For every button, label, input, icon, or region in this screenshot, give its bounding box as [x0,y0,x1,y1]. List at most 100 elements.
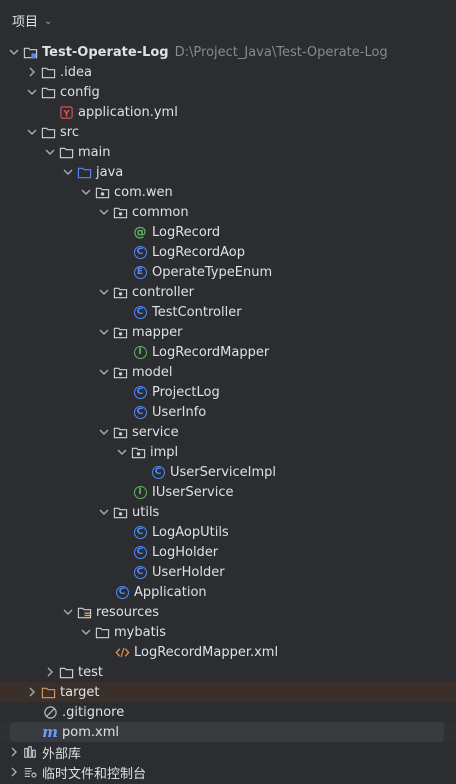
tree-item-log-record-mapper[interactable]: I LogRecordMapper [0,342,456,362]
chevron-down-icon[interactable] [78,182,94,202]
tree-item-label: IUserService [152,484,234,500]
package-icon [112,364,128,380]
tree-item-config[interactable]: config [0,82,456,102]
tree-item-log-record-mapper-xml[interactable]: LogRecordMapper.xml [0,642,456,662]
tree-item-label: src [60,124,79,140]
enum-icon: E [132,264,148,280]
tree-item-src[interactable]: src [0,122,456,142]
yaml-icon: Y [58,104,74,120]
tree-item-com-wen[interactable]: com.wen [0,182,456,202]
tree-item-label: UserHolder [152,564,225,580]
chevron-down-icon[interactable] [114,442,130,462]
tree-item-java[interactable]: java [0,162,456,182]
tree-item-controller[interactable]: controller [0,282,456,302]
tree-item-application-yml[interactable]: Y application.yml [0,102,456,122]
chevron-down-icon[interactable] [96,362,112,382]
chevron-down-icon[interactable] [96,322,112,342]
tree-item-log-record-aop[interactable]: C LogRecordAop [0,242,456,262]
folder-icon [40,84,56,100]
chevron-down-icon[interactable]: ⌄ [44,15,53,27]
tree-item-utils[interactable]: utils [0,502,456,522]
chevron-right-icon[interactable] [6,742,22,762]
tree-item-model[interactable]: model [0,362,456,382]
tree-item-test-controller[interactable]: C TestController [0,302,456,322]
tree-item-main[interactable]: main [0,142,456,162]
chevron-down-icon[interactable] [96,282,112,302]
tree-item-service[interactable]: service [0,422,456,442]
tree-item-i-user-service[interactable]: I IUserService [0,482,456,502]
tree-item-label: application.yml [78,104,178,120]
tree-item-label: ProjectLog [152,384,220,400]
chevron-down-icon[interactable] [60,162,76,182]
tree-item-label: .gitignore [62,704,125,720]
chevron-down-icon[interactable] [6,42,22,62]
chevron-down-icon[interactable] [96,422,112,442]
tree-item-project-root[interactable]: Test-Operate-Log D:\Project_Java\Test-Op… [0,42,456,62]
package-icon [112,284,128,300]
module-folder-icon [22,44,38,60]
tree-item-pom-xml[interactable]: m pom.xml [0,722,456,742]
package-icon [112,424,128,440]
tree-item-label: utils [132,504,160,520]
tree-item-log-aop-utils[interactable]: C LogAopUtils [0,522,456,542]
tree-item-label: 外部库 [42,746,82,762]
tree-item-external-libraries[interactable]: 外部库 [0,742,456,762]
tree-item-label: UserServiceImpl [170,464,277,480]
tree-item-scratches[interactable]: 临时文件和控制台 [0,762,456,782]
class-icon: C [132,524,148,540]
chevron-down-icon[interactable] [24,122,40,142]
tree-item-label: LogAopUtils [152,524,229,540]
tree-item-label: config [60,84,100,100]
tree-item-gitignore[interactable]: .gitignore [0,702,456,722]
libraries-icon [22,744,38,760]
tree-item-user-info[interactable]: C UserInfo [0,402,456,422]
tree-item-label: resources [96,604,160,620]
chevron-down-icon[interactable] [96,202,112,222]
scratches-icon [22,764,38,780]
tree-item-resources[interactable]: resources [0,602,456,622]
tree-item-operate-type-enum[interactable]: E OperateTypeEnum [0,262,456,282]
tree-item-user-service-impl[interactable]: C UserServiceImpl [0,462,456,482]
tree-item-common[interactable]: common [0,202,456,222]
chevron-down-icon[interactable] [60,602,76,622]
class-icon: C [132,384,148,400]
chevron-down-icon[interactable] [96,502,112,522]
tree-item-log-holder[interactable]: C LogHolder [0,542,456,562]
tree-item-label: model [132,364,173,380]
tree-item-mybatis[interactable]: mybatis [0,622,456,642]
tree-item-impl[interactable]: impl [0,442,456,462]
package-icon [130,444,146,460]
chevron-down-icon[interactable] [24,82,40,102]
source-folder-icon [76,164,92,180]
class-icon: C [132,404,148,420]
tree-item-label: test [78,664,103,680]
chevron-down-icon[interactable] [78,622,94,642]
tree-item-label: OperateTypeEnum [152,264,273,280]
tree-item-application[interactable]: C Application [0,582,456,602]
chevron-right-icon[interactable] [24,682,40,702]
package-icon [94,184,110,200]
tree-item-label: main [78,144,111,160]
tree-item-test[interactable]: test [0,662,456,682]
tree-item-target[interactable]: target [0,682,456,702]
folder-icon [40,124,56,140]
project-view-header[interactable]: 项目 ⌄ [0,0,456,40]
tree-item-label: LogRecord [152,224,221,240]
tree-item-project-log[interactable]: C ProjectLog [0,382,456,402]
class-icon: C [132,544,148,560]
tree-item-label: com.wen [114,184,173,200]
project-path: D:\Project_Java\Test-Operate-Log [174,44,388,60]
project-view-title: 项目 [12,14,39,30]
chevron-right-icon[interactable] [6,762,22,782]
tree-item-log-record[interactable]: @ LogRecord [0,222,456,242]
tree-item-mapper[interactable]: mapper [0,322,456,342]
folder-icon [40,64,56,80]
tree-item-label: LogHolder [152,544,219,560]
tree-item-user-holder[interactable]: C UserHolder [0,562,456,582]
tree-item-idea[interactable]: .idea [0,62,456,82]
chevron-down-icon[interactable] [42,142,58,162]
tree-item-label: impl [150,444,179,460]
chevron-right-icon[interactable] [42,662,58,682]
chevron-right-icon[interactable] [24,62,40,82]
interface-icon: I [132,484,148,500]
